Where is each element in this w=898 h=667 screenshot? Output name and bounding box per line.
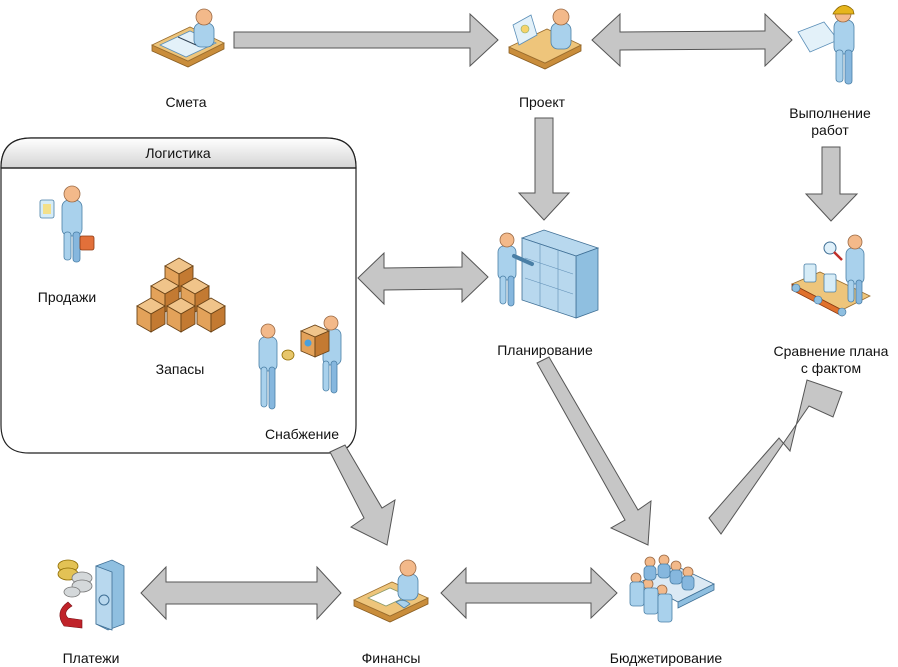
logistics-group-header (0, 137, 357, 169)
arrow-proekt-vypolnenie (591, 12, 793, 68)
designer-desk-person-icon (508, 8, 582, 70)
arrow-planirovanie-to-byudzhetirovanie (536, 356, 652, 546)
node-label-byudzhetirovanie[interactable]: Бюджетирование (609, 650, 723, 666)
conveyor-inspector-icon (791, 234, 871, 317)
arrows (140, 12, 859, 621)
boxes-stack-icon (136, 257, 226, 333)
arrow-logistics-planirovanie (357, 250, 489, 306)
node-label-snabzhenie[interactable]: Снабжение (265, 426, 339, 442)
node-label-finansy[interactable]: Финансы (361, 650, 421, 666)
node-label-sravnenie-line1: Сравнение плана (773, 343, 889, 359)
node-label-sravnenie-line2: с фактом (800, 360, 862, 376)
node-label-vypolnenie-line1: Выполнение (789, 105, 871, 121)
arrow-vypolnenie-to-sravnenie (804, 146, 859, 222)
node-label-smeta[interactable]: Смета (165, 94, 207, 110)
arrow-platezhi-finansy (140, 565, 342, 621)
node-label-vypolnenie-line2: работ (811, 122, 849, 138)
meeting-table-icon (629, 554, 715, 623)
arrow-smeta-to-proekt (233, 12, 499, 68)
node-label-planirovanie[interactable]: Планирование (497, 342, 593, 358)
node-label-sravnenie[interactable]: Сравнение плана с фактом (756, 343, 898, 377)
drafting-desk-person-icon (151, 8, 225, 68)
construction-worker-blueprint-icon (797, 5, 855, 85)
server-rack-person-icon (497, 229, 600, 319)
salesperson-briefcase-icon (39, 185, 95, 263)
arrow-finansy-byudzhetirovanie (440, 566, 618, 620)
accountant-desk-icon (353, 559, 429, 623)
node-label-platezhi[interactable]: Платежи (62, 650, 120, 666)
node-label-proekt[interactable]: Проект (518, 94, 566, 110)
node-label-zapasy[interactable]: Запасы (155, 361, 205, 377)
node-label-prodazhi[interactable]: Продажи (37, 289, 97, 305)
arrow-byudzhetirovanie-to-sravnenie (708, 379, 843, 535)
logistics-group-title: Логистика (145, 145, 211, 161)
node-label-vypolnenie[interactable]: Выполнение работ (770, 105, 890, 139)
arrow-proekt-to-planirovanie (517, 117, 571, 221)
supplier-exchange-icon (258, 315, 342, 410)
arrow-logistics-to-finansy (329, 444, 396, 546)
coins-safe-icon (57, 559, 125, 631)
